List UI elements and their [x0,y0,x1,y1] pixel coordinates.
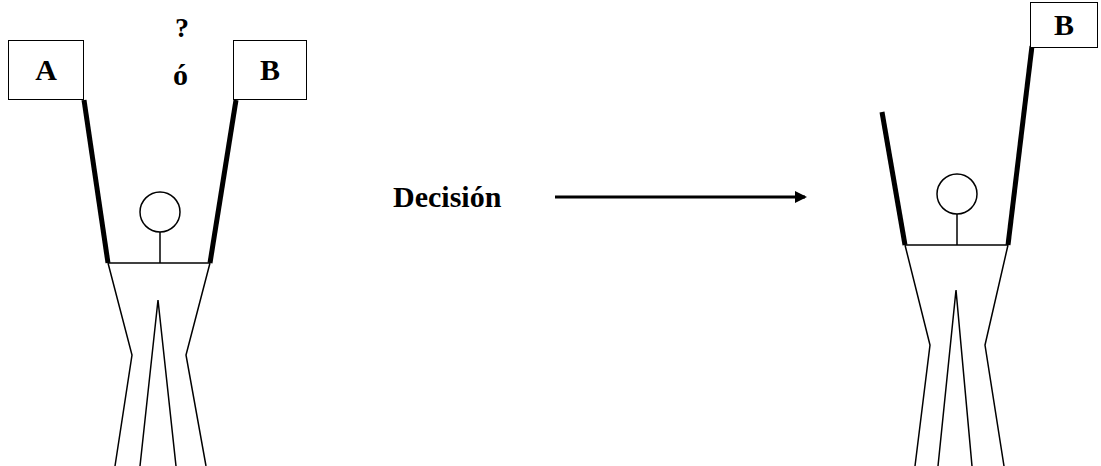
symbol-label: ó [173,60,188,90]
decision-arrow [555,196,805,199]
left-figure [84,100,236,466]
symbol-label: ? [175,14,189,42]
right-figure [882,46,1032,466]
arrow-caption: Decisión [393,182,501,212]
box-letter: B [1054,10,1074,40]
letter-box: B [1030,2,1098,48]
letter-box: B [233,40,307,100]
box-letter: A [35,55,57,85]
box-letter: B [260,55,280,85]
letter-box: A [8,40,84,100]
